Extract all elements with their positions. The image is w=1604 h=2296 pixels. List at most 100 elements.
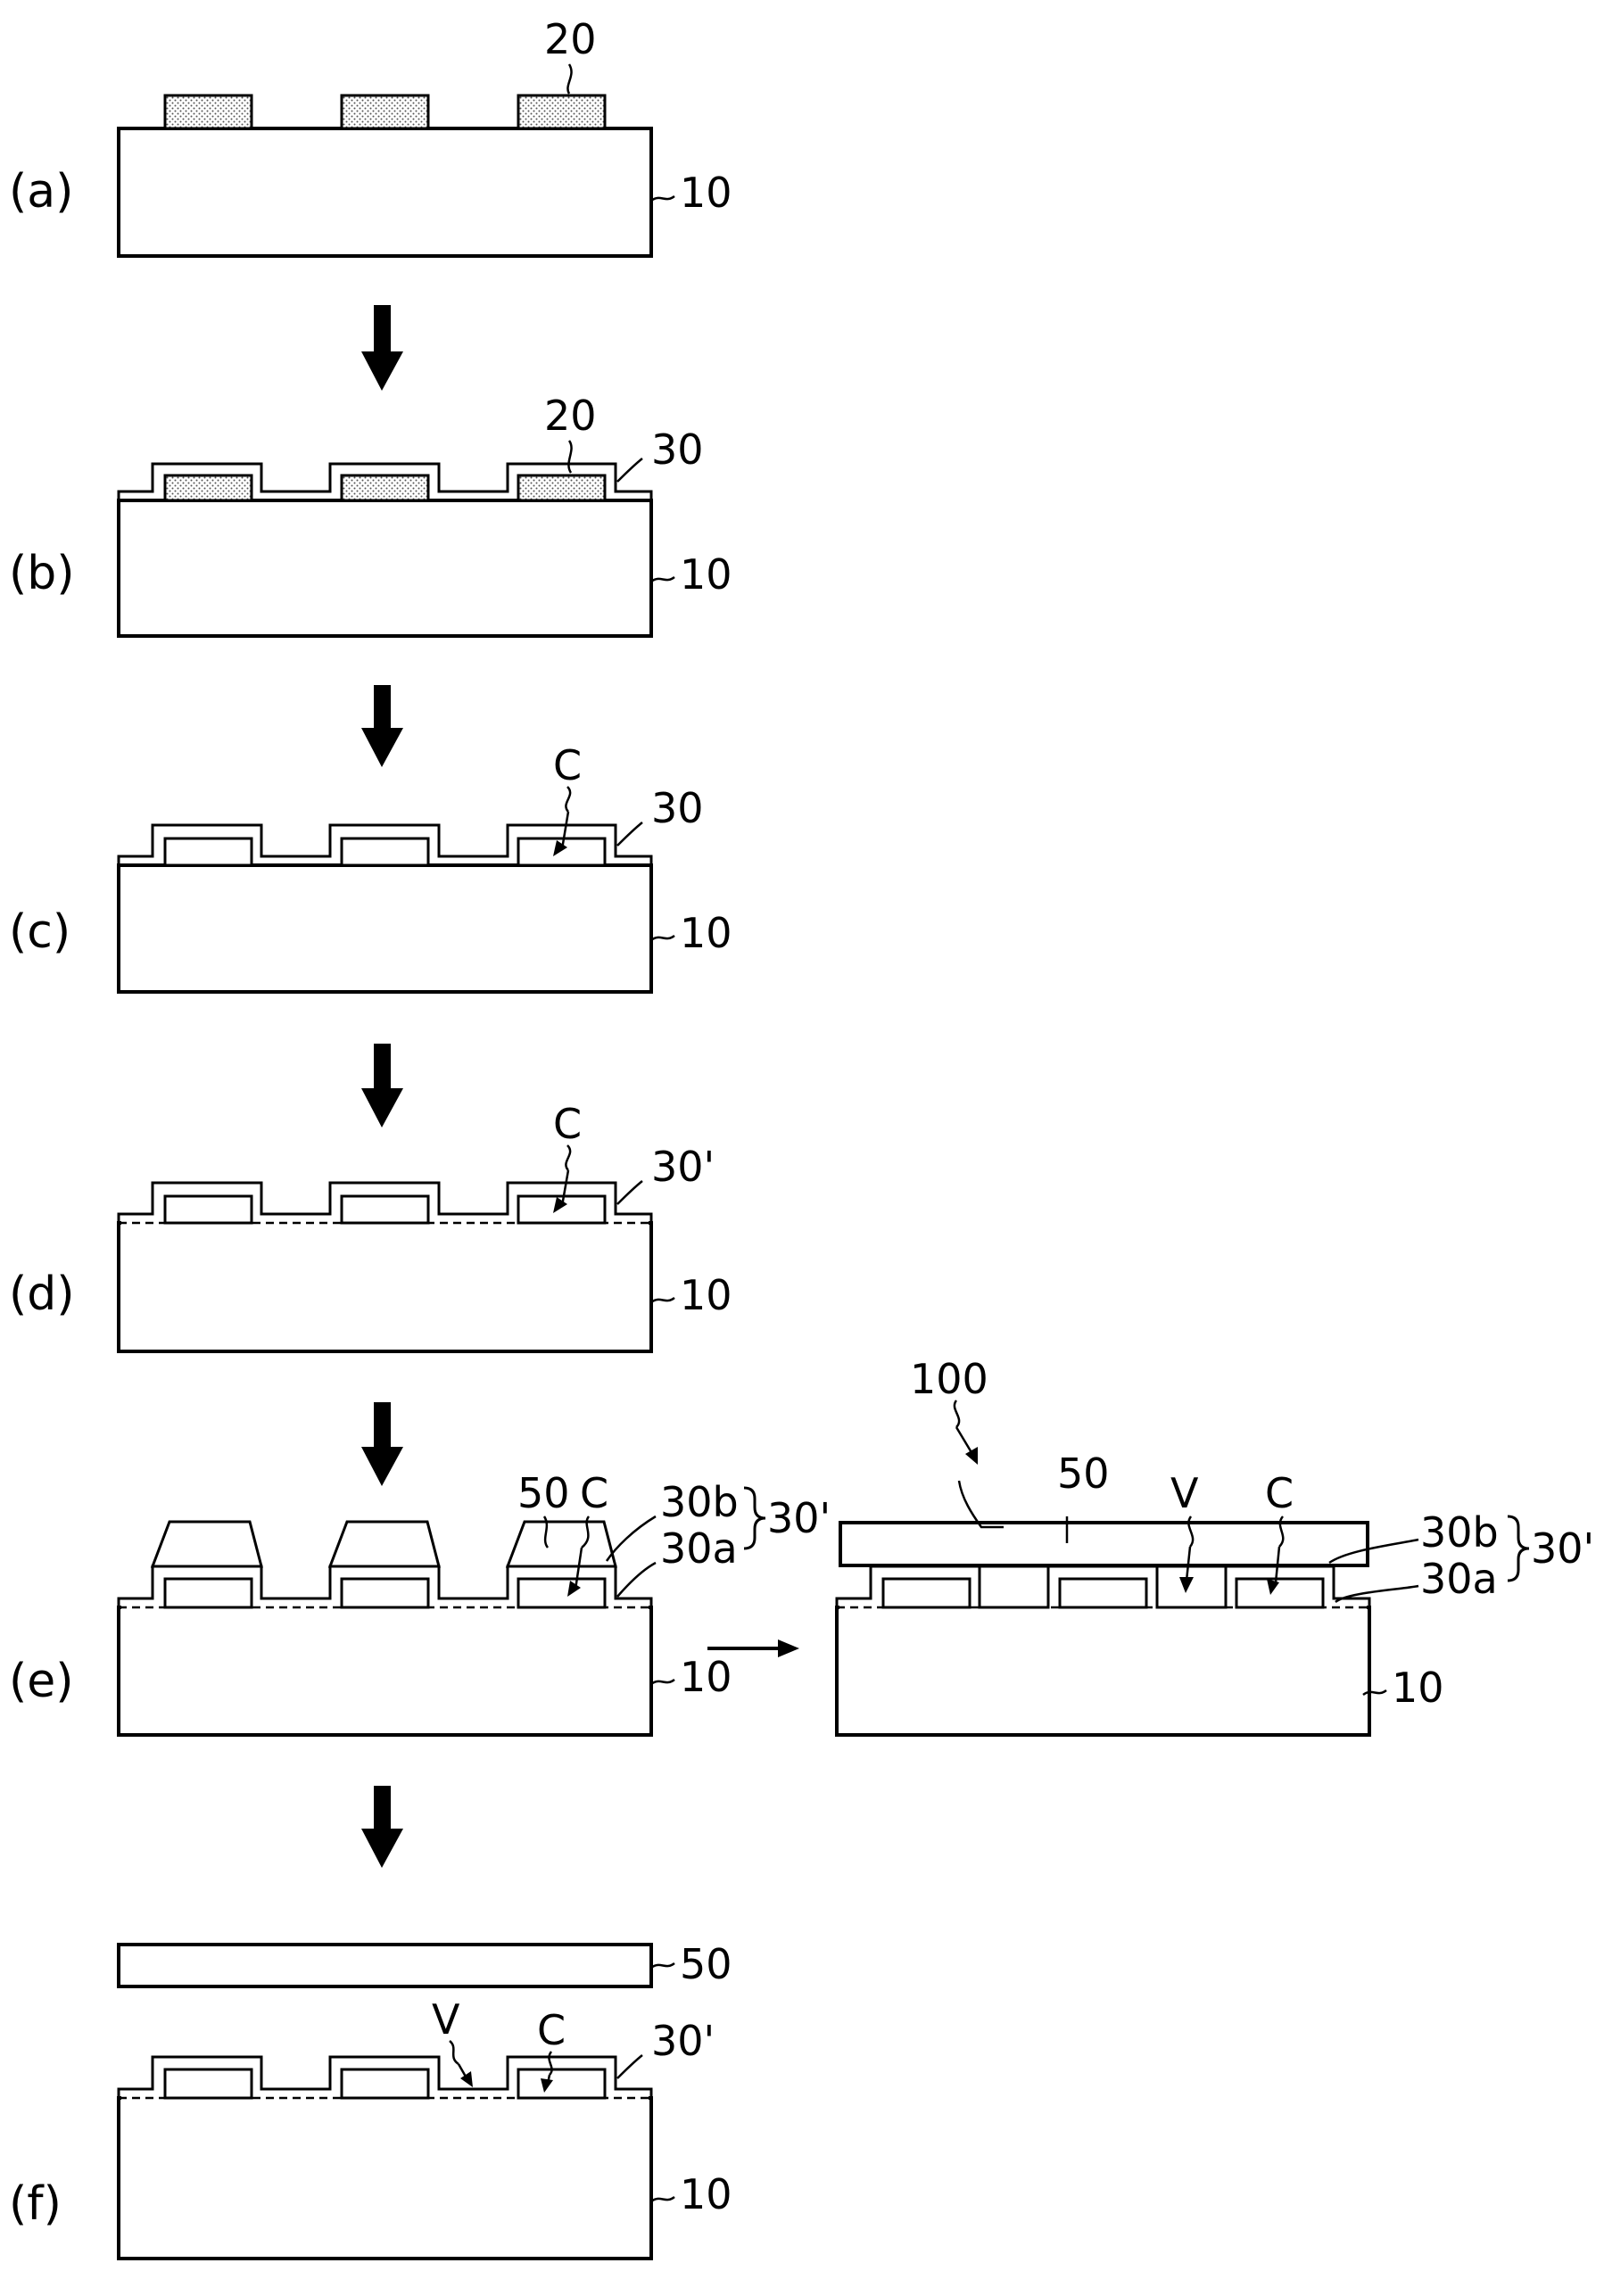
step-label-a: (a) bbox=[9, 165, 73, 219]
brace bbox=[1508, 1516, 1529, 1581]
label-30b: 30b bbox=[1420, 1508, 1499, 1557]
label-50: 50 bbox=[680, 1940, 732, 1988]
label-10: 10 bbox=[680, 550, 732, 599]
cavity-c bbox=[1060, 1579, 1146, 1607]
label-20: 20 bbox=[544, 392, 597, 440]
panel-f: 50 (f) V C 30' 10 bbox=[9, 1940, 732, 2259]
step-label-d: (d) bbox=[9, 1268, 75, 1321]
void-v bbox=[1157, 1566, 1226, 1607]
label-30-prime: 30' bbox=[767, 1494, 831, 1542]
cavity-c bbox=[165, 1579, 252, 1607]
panel-c: (c) C 30 10 bbox=[9, 741, 732, 992]
pattern-20 bbox=[165, 475, 252, 500]
label-v: V bbox=[1170, 1469, 1199, 1517]
cavity-c bbox=[165, 1196, 252, 1223]
leader-line bbox=[617, 1181, 642, 1204]
cavity-c bbox=[342, 838, 428, 865]
label-100: 100 bbox=[910, 1355, 988, 1403]
cavity-c bbox=[342, 1196, 428, 1223]
cavity-c bbox=[883, 1579, 970, 1607]
label-30: 30 bbox=[651, 425, 704, 474]
pattern-20 bbox=[165, 95, 252, 128]
substrate-10 bbox=[119, 128, 651, 256]
step-label-c: (c) bbox=[9, 905, 70, 959]
layer-50-plate bbox=[119, 1945, 651, 1986]
cavity-c bbox=[342, 2069, 428, 2098]
cavity-c bbox=[518, 1579, 605, 1607]
label-10: 10 bbox=[680, 909, 732, 957]
panel-b: (b) 20 30 10 bbox=[9, 392, 732, 636]
leader-line bbox=[959, 1481, 1004, 1527]
leader-line bbox=[651, 196, 674, 201]
label-10: 10 bbox=[680, 1653, 732, 1701]
label-30a: 30a bbox=[1420, 1555, 1498, 1603]
process-arrow-down bbox=[361, 305, 403, 391]
cavity-c bbox=[1236, 1579, 1323, 1607]
leader-line bbox=[617, 458, 642, 482]
leader-line bbox=[955, 1400, 959, 1427]
substrate-10 bbox=[119, 500, 651, 636]
arrowhead bbox=[778, 1639, 799, 1657]
leader-line bbox=[651, 1963, 674, 1968]
label-c: C bbox=[553, 1100, 582, 1148]
label-10: 10 bbox=[680, 169, 732, 217]
label-10: 10 bbox=[680, 1271, 732, 1319]
panel-a: (a) 20 10 bbox=[9, 15, 732, 256]
label-50: 50 bbox=[517, 1469, 570, 1517]
label-c: C bbox=[537, 2006, 566, 2054]
panel-e: (e) 50 C 30b 30a 30' 10 bbox=[9, 1469, 831, 1735]
layer-50-plate bbox=[840, 1523, 1368, 1565]
label-30b: 30b bbox=[660, 1478, 739, 1526]
cavity-c bbox=[518, 838, 605, 865]
leader-line bbox=[617, 2055, 642, 2078]
label-20: 20 bbox=[544, 15, 597, 63]
layer-50-trapezoid bbox=[508, 1522, 616, 1566]
leader-line bbox=[567, 64, 571, 94]
substrate-10 bbox=[119, 865, 651, 992]
label-30: 30 bbox=[651, 784, 704, 832]
leader-line bbox=[651, 1298, 674, 1302]
void-v bbox=[980, 1566, 1048, 1607]
label-50: 50 bbox=[1057, 1449, 1110, 1498]
panel-e-bonded: 100 50 V C 30b 30a 30' 10 bbox=[837, 1355, 1594, 1735]
arrowhead bbox=[460, 2071, 473, 2087]
leader-line bbox=[566, 787, 570, 812]
cavity-c bbox=[165, 838, 252, 865]
label-c: C bbox=[1265, 1469, 1294, 1517]
pattern-20 bbox=[518, 95, 605, 128]
leader-line bbox=[459, 2064, 466, 2077]
label-c: C bbox=[553, 741, 582, 789]
cavity-c bbox=[342, 1579, 428, 1607]
leader-line bbox=[566, 1145, 570, 1170]
brace bbox=[744, 1488, 765, 1549]
leader-line bbox=[651, 936, 674, 940]
step-label-e: (e) bbox=[9, 1655, 74, 1708]
pattern-20 bbox=[342, 475, 428, 500]
cavity-c bbox=[518, 1196, 605, 1223]
cavity-c bbox=[165, 2069, 252, 2098]
process-arrow-down bbox=[361, 1044, 403, 1127]
substrate-10 bbox=[119, 1607, 651, 1735]
layer-50-trapezoid bbox=[330, 1522, 439, 1566]
process-arrow-down bbox=[361, 685, 403, 767]
label-10: 10 bbox=[680, 2170, 732, 2218]
label-30-prime: 30' bbox=[651, 1143, 715, 1191]
label-c: C bbox=[580, 1469, 608, 1517]
leader-line bbox=[651, 577, 674, 582]
label-10: 10 bbox=[1392, 1664, 1444, 1712]
leader-line bbox=[568, 441, 571, 473]
process-arrow-down bbox=[361, 1402, 403, 1486]
step-label-f: (f) bbox=[9, 2177, 62, 2231]
substrate-10 bbox=[119, 2098, 651, 2259]
leader-line bbox=[450, 2041, 459, 2064]
pattern-20 bbox=[518, 475, 605, 500]
arrowhead bbox=[965, 1447, 978, 1465]
layer-50-trapezoid bbox=[153, 1522, 261, 1566]
leader-line bbox=[617, 1563, 656, 1597]
cavity-c bbox=[518, 2069, 605, 2098]
leader-line bbox=[617, 822, 642, 846]
panel-d: (d) C 30' 10 bbox=[9, 1100, 732, 1351]
leader-line bbox=[651, 2197, 674, 2201]
